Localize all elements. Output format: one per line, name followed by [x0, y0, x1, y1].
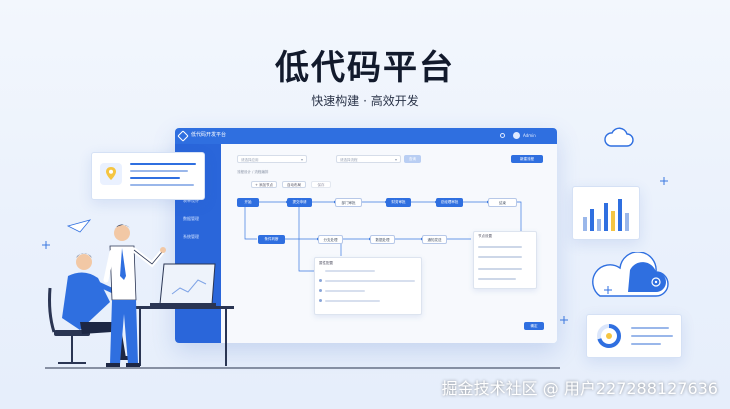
property-panel: 属性配置: [314, 257, 422, 315]
panel-title: 节点设置: [478, 234, 492, 238]
tab-auto-layout[interactable]: 自动布局: [282, 181, 306, 188]
sparkle-icon: [42, 177, 668, 324]
flow-node[interactable]: 财务审批: [386, 198, 411, 207]
flow-node[interactable]: 分支处理: [318, 235, 343, 244]
location-pin-icon: [100, 163, 122, 185]
progress-card: [586, 314, 682, 358]
tab-save[interactable]: 保存: [311, 181, 331, 188]
breadcrumb: 流程设计 / 流程编排: [237, 170, 269, 174]
people-illustration: [48, 219, 234, 367]
sidebar-item-form[interactable]: 表单设计: [183, 198, 199, 203]
flow-node[interactable]: 总经理审批: [436, 198, 463, 207]
node-settings-panel: 节点设置: [473, 231, 537, 289]
bar-chart-icon: [583, 199, 629, 231]
flow-node[interactable]: 数据处理: [370, 235, 395, 244]
watermark: 掘金技术社区 @ 用户227288127636: [441, 379, 718, 398]
flow-node-start[interactable]: 开始: [237, 198, 259, 207]
flow-select[interactable]: 请选择流程: [336, 155, 401, 163]
flow-node[interactable]: 部门审批: [335, 198, 362, 207]
info-card: [91, 152, 205, 200]
chevron-down-icon: ▾: [301, 157, 304, 162]
app-select[interactable]: 请选择应用: [237, 155, 307, 163]
cloud-target-icon: [592, 252, 669, 297]
app-window: 低代码开发平台 Admin 我的应用 流程设计 表单设计 数据管理 系统管理 请…: [175, 128, 557, 343]
confirm-button[interactable]: 确定: [524, 322, 544, 330]
app-topbar: [175, 128, 557, 144]
user-name[interactable]: Admin: [523, 133, 536, 138]
flow-node-end[interactable]: 结束: [488, 198, 517, 207]
flow-node[interactable]: 提交申请: [287, 198, 312, 207]
content-area: 请选择应用 ▾ 请选择流程 ▾ 查询 新建流程 流程设计 / 流程编排 + 添加…: [221, 144, 557, 343]
tab-add-node[interactable]: + 添加节点: [251, 181, 277, 188]
hero-subtitle: 快速构建 · 高效开发: [311, 94, 419, 108]
search-button[interactable]: 查询: [404, 155, 421, 163]
cloud-icon: [604, 127, 634, 147]
bell-icon[interactable]: [500, 133, 505, 138]
panel-title: 属性配置: [319, 261, 333, 265]
chevron-down-icon: ▾: [395, 157, 398, 162]
donut-chart-icon: [597, 324, 621, 348]
sidebar-item-system[interactable]: 系统管理: [183, 234, 199, 239]
new-flow-button[interactable]: 新建流程: [511, 155, 543, 163]
hero-title: 低代码平台: [275, 48, 455, 88]
flow-node[interactable]: 通知发送: [422, 235, 447, 244]
avatar[interactable]: [513, 132, 520, 139]
app-brand: 低代码开发平台: [191, 132, 227, 138]
flow-node[interactable]: 条件判断: [258, 235, 285, 244]
chart-card: [572, 186, 640, 240]
sidebar-item-data[interactable]: 数据管理: [183, 216, 199, 221]
